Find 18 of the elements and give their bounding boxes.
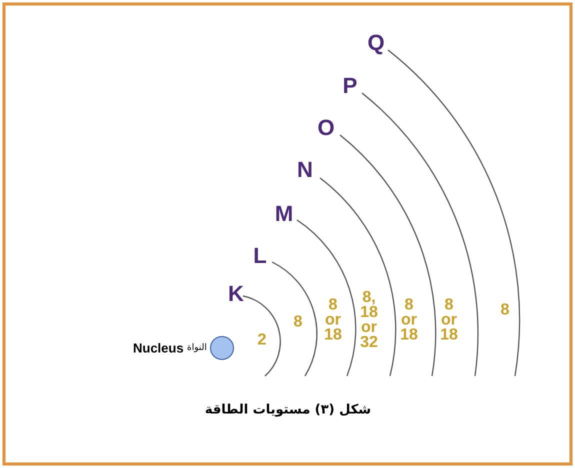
shell-letter: O: [317, 117, 335, 139]
shell-letter: L: [253, 245, 267, 267]
electron-count: 8, 18 or 32: [359, 290, 379, 350]
electron-count: 8: [500, 302, 510, 318]
electron-count: 8 or 18: [439, 298, 459, 342]
electron-count: 8: [292, 314, 304, 330]
shell-letter: P: [342, 75, 358, 97]
shell-letter: K: [228, 283, 244, 305]
nucleus-label: Nucleus: [133, 340, 184, 356]
electron-count: 8 or 18: [399, 298, 419, 342]
nucleus-circle: [210, 336, 234, 360]
shell-letter: N: [297, 159, 313, 181]
nucleus-label: النواة: [187, 343, 207, 353]
electron-count: 8 or 18: [323, 298, 343, 342]
shell-letter: M: [274, 203, 294, 225]
shell-letter: Q: [367, 32, 385, 54]
caption: شكل (٣) مستويات الطاقة: [204, 402, 372, 418]
electron-count: 2: [256, 332, 268, 348]
